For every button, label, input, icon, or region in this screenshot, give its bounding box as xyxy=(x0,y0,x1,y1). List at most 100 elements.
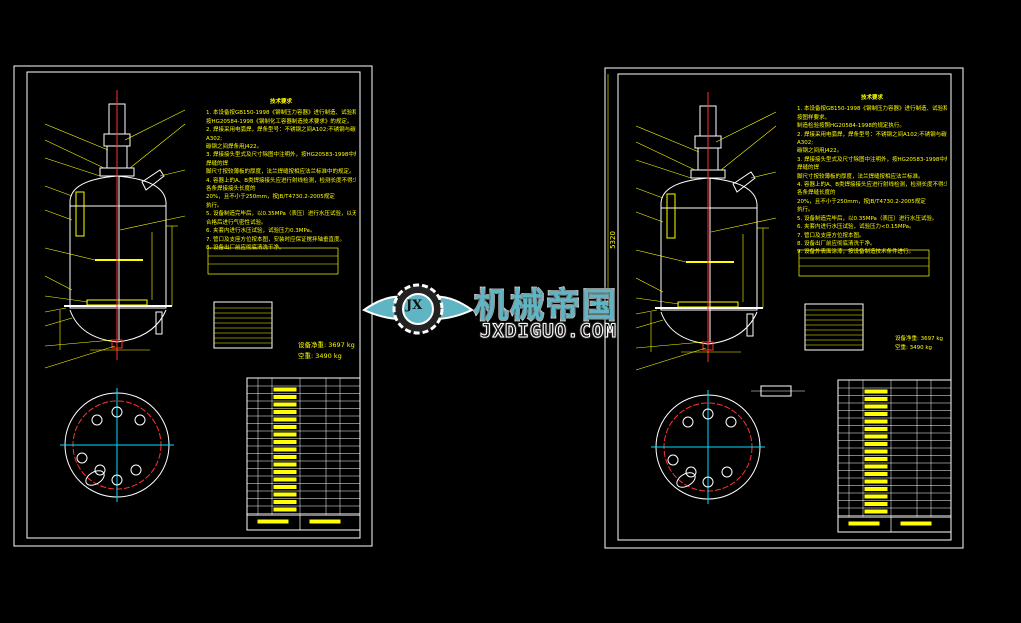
requirement-line: 按图样要求。 xyxy=(797,114,831,121)
table-cell-text xyxy=(864,472,888,476)
table-cell-text xyxy=(864,502,888,506)
outlet-pipe xyxy=(746,313,754,337)
table-cell-text xyxy=(273,492,297,497)
leader-line xyxy=(635,277,664,293)
leader-line xyxy=(44,339,113,347)
requirement-line: 9. 设备外表面涂漆，按设备制造技术条件进行。 xyxy=(797,249,914,256)
leader-line xyxy=(119,215,186,231)
leader-line xyxy=(715,111,777,143)
drawing-number-text xyxy=(309,519,341,524)
outer-frame xyxy=(604,67,964,549)
design-data-table xyxy=(798,249,930,277)
leader-line xyxy=(635,211,664,223)
title-block xyxy=(837,379,952,533)
plan-nozzle xyxy=(721,466,733,478)
requirements-title: 技术要求 xyxy=(860,95,883,101)
requirements-title: 技术要求 xyxy=(269,99,292,105)
requirement-line: 焊缝的焊 xyxy=(206,160,229,167)
table-cell-text xyxy=(273,417,297,422)
table-cell-text xyxy=(273,402,297,407)
table-cell-text xyxy=(864,412,888,416)
table-cell-text xyxy=(864,509,888,514)
requirement-line: 8. 设备出厂前应彻底清洗干净。 xyxy=(206,244,285,251)
requirement-line: A302; xyxy=(797,140,814,147)
leader-line xyxy=(44,157,101,177)
requirement-line: 焊缝的焊 xyxy=(797,165,820,172)
table-cell-text xyxy=(273,447,297,452)
leader-line xyxy=(635,141,696,171)
leader-line xyxy=(44,307,67,313)
leader-line xyxy=(635,297,680,305)
table-cell-text xyxy=(273,485,297,489)
drawing-title-text xyxy=(257,519,289,524)
inner-frame xyxy=(617,73,952,541)
table-cell-text xyxy=(864,457,888,461)
requirement-line: 各条焊缝长度的 xyxy=(797,190,836,197)
technical-requirements-sheet-2: 技术要求 1. 本设备按GB150-1998《钢制压力容器》进行制造、试验和验收… xyxy=(797,94,947,274)
requirement-line: 制造检验按照HG20584-1998的规定执行。 xyxy=(797,123,905,130)
table-cell-text xyxy=(273,387,297,392)
requirement-line: 6. 夹套内进行水压试验，试验压力0.3MPa。 xyxy=(206,228,316,235)
plan-nozzle xyxy=(682,416,694,428)
table-cell-text xyxy=(864,419,888,424)
table-cell-text xyxy=(864,449,888,454)
leader-line xyxy=(635,159,692,179)
leader-line xyxy=(635,187,664,199)
requirement-line: 6. 夹套内进行水压试验，试验压力<0.15MPa。 xyxy=(797,224,915,231)
table-cell-text xyxy=(864,397,888,401)
table-cell-text xyxy=(864,434,888,439)
height-dimension: 5320 xyxy=(608,231,617,249)
plan-nozzle xyxy=(685,466,697,478)
requirement-line: 3. 焊接接头型式及尺寸除图中注明外，按HG20583-1998中规定，角 xyxy=(206,152,356,159)
requirement-line: 脚尺寸按较薄板的厚度，法兰焊缝按相应法兰标准。 xyxy=(797,173,924,180)
vessel-bottom-head xyxy=(660,311,758,345)
leader-line xyxy=(44,317,73,327)
plan-nozzle xyxy=(76,452,88,464)
leader-line xyxy=(44,139,105,169)
requirement-line: 7. 管口及支座方位按本图。 xyxy=(797,232,865,239)
design-data-table xyxy=(207,247,339,275)
logo-chinese-text: 机械帝国 xyxy=(473,285,618,327)
leader-line xyxy=(124,109,186,141)
leader-line xyxy=(44,209,73,221)
table-cell-text xyxy=(273,440,297,444)
watermark-logo: JX 机械帝国 JXDIGUO.COM xyxy=(362,276,662,346)
requirement-line: 4. 容器上的A、B类焊接接头应进行射线检测，检测长度不得少于 xyxy=(797,182,947,189)
winged-gear-emblem-icon xyxy=(362,283,474,335)
table-cell-text xyxy=(864,427,888,431)
manhole xyxy=(676,472,696,488)
baffle xyxy=(75,191,85,237)
plan-nozzle xyxy=(111,406,123,418)
table-cell-text xyxy=(864,464,888,469)
weight-block-sheet-2: 设备净重: 3697 kg 空重: 3490 kg xyxy=(895,335,943,353)
requirement-line: 20%，且不小于250mm，按JB/T4730.2-2005规定 xyxy=(206,194,335,201)
table-cell-text xyxy=(273,432,297,437)
requirement-line: 5. 设备制造完毕后，以0.35MPa（表压）进行水压试验，以无渗漏为 xyxy=(206,211,356,218)
table-cell-text xyxy=(864,487,888,491)
requirement-line: 8. 设备出厂前应彻底清洗干净。 xyxy=(797,240,876,247)
leader-line xyxy=(129,123,186,169)
inclined-nozzle xyxy=(141,169,165,191)
leader-line xyxy=(635,249,687,263)
leader-line xyxy=(635,347,707,371)
plan-nozzle xyxy=(94,464,106,476)
leader-line xyxy=(720,125,777,171)
table-cell-text xyxy=(864,404,888,409)
leader-line xyxy=(159,169,186,177)
outlet-pipe xyxy=(155,311,163,335)
empty-weight: 空重: 3490 kg xyxy=(895,345,933,351)
leader-line xyxy=(635,319,664,329)
table-cell-text xyxy=(273,470,297,474)
table-cell-text xyxy=(273,462,297,467)
requirement-line: 碳钢之间焊条用J422。 xyxy=(206,144,263,151)
inclined-nozzle xyxy=(732,171,756,193)
table-cell-text xyxy=(864,389,888,394)
nozzle-table xyxy=(213,301,273,349)
requirement-line: 脚尺寸按较薄板的厚度，法兰焊缝按相应法兰标准中的规定。 xyxy=(206,169,355,176)
manhole xyxy=(85,470,105,486)
leader-line xyxy=(635,309,658,315)
plan-nozzle xyxy=(111,474,123,486)
table-cell-text xyxy=(864,442,888,446)
requirement-line: 20%，且不小于250mm，按JB/T4730.2-2005规定 xyxy=(797,198,926,205)
